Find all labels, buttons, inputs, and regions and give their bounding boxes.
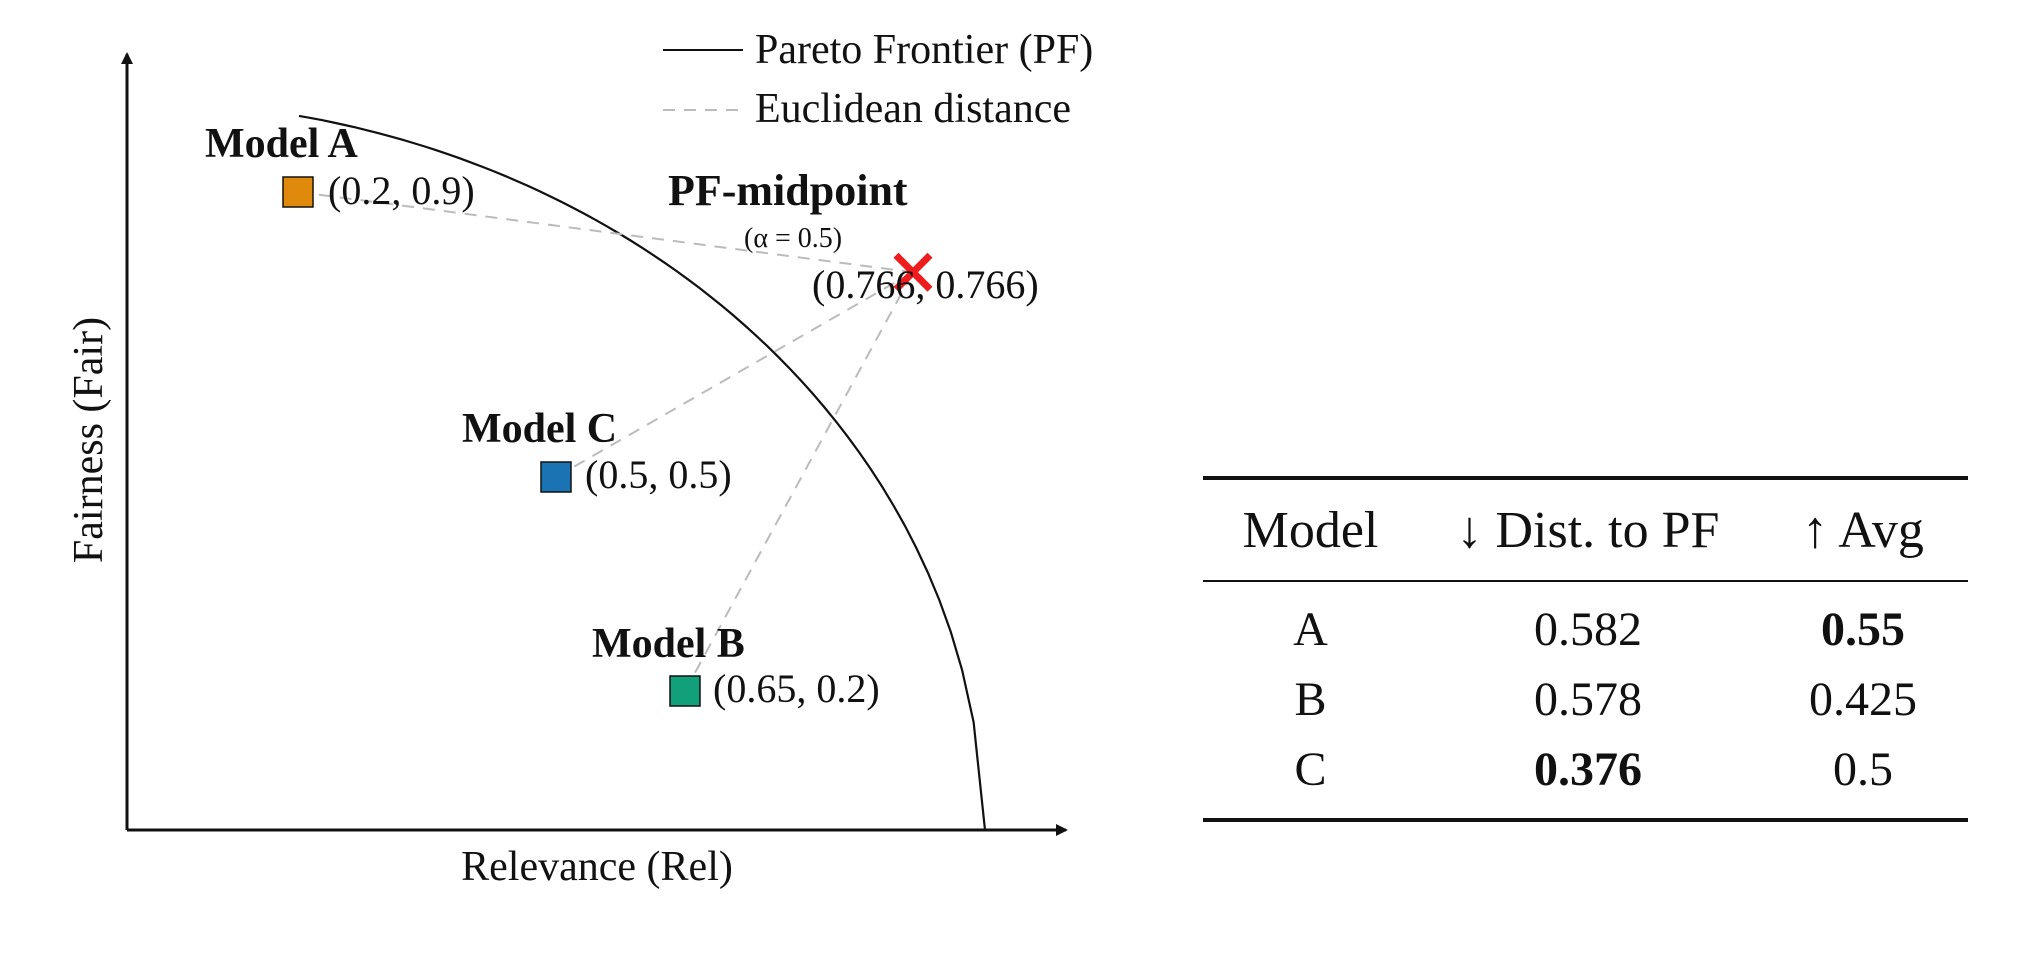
legend: Pareto Frontier (PF) Euclidean distance	[663, 27, 1093, 132]
midpoint-cross-icon	[893, 252, 933, 292]
model-c-label: Model C	[462, 406, 617, 452]
cell-model: C	[1294, 742, 1327, 796]
model-marker	[282, 176, 314, 208]
model-b-coords: (0.65, 0.2)	[713, 666, 880, 711]
model-marker	[540, 461, 572, 493]
cell-avg: 0.5	[1833, 742, 1893, 796]
header-model: Model	[1242, 501, 1379, 559]
cell-model: A	[1293, 602, 1328, 656]
pareto-plot: Relevance (Rel) Fairness (Fair) Model A …	[66, 27, 1093, 890]
legend-distance-label: Euclidean distance	[755, 86, 1071, 132]
x-axis-label: Relevance (Rel)	[461, 844, 733, 890]
cell-model: B	[1294, 672, 1327, 726]
model-b-label: Model B	[592, 621, 745, 667]
cell-dist: 0.578	[1534, 672, 1642, 726]
cell-avg: 0.425	[1809, 672, 1917, 726]
midpoint-alpha: (α = 0.5)	[744, 223, 842, 254]
y-axis-label: Fairness (Fair)	[66, 317, 112, 563]
header-dist: ↓ Dist. to PF	[1456, 501, 1720, 559]
distance-lines	[297, 191, 914, 692]
distance-line	[555, 271, 914, 478]
legend-frontier-label: Pareto Frontier (PF)	[755, 27, 1093, 73]
results-table-container: Model ↓ Dist. to PF ↑ Avg A 0.582 0.55 B…	[1203, 476, 1968, 822]
model-a-label: Model A	[205, 121, 358, 167]
midpoint-coords: (0.766, 0.766)	[812, 262, 1039, 307]
model-a-coords: (0.2, 0.9)	[328, 168, 475, 213]
table-row: C 0.376 0.5	[1203, 734, 1968, 820]
cell-dist: 0.582	[1534, 602, 1642, 656]
header-avg: ↑ Avg	[1802, 501, 1924, 559]
distance-line	[684, 271, 914, 692]
midpoint-title: PF-midpoint	[668, 166, 908, 215]
model-markers	[282, 176, 701, 707]
cross-stroke	[893, 252, 933, 292]
cell-avg: 0.55	[1821, 602, 1905, 656]
cell-dist: 0.376	[1534, 742, 1642, 796]
results-table: Model ↓ Dist. to PF ↑ Avg A 0.582 0.55 B…	[1203, 476, 1968, 822]
model-c-coords: (0.5, 0.5)	[585, 452, 732, 497]
table-row: B 0.578 0.425	[1203, 664, 1968, 734]
table-header-row: Model ↓ Dist. to PF ↑ Avg	[1203, 478, 1968, 581]
model-marker	[669, 675, 701, 707]
table-row: A 0.582 0.55	[1203, 581, 1968, 664]
pareto-frontier-curve	[298, 114, 987, 831]
